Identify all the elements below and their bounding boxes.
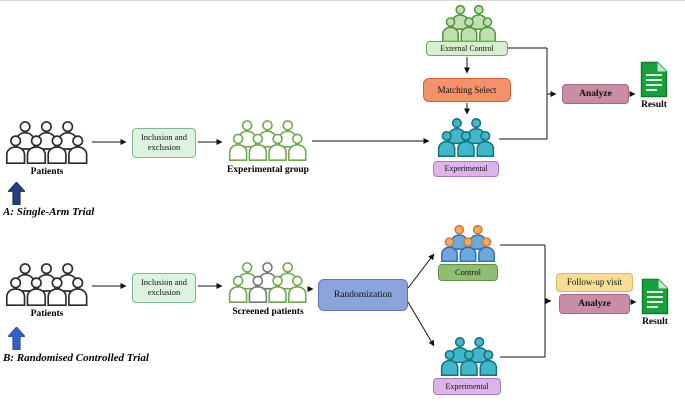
result-document-icon-b	[641, 278, 669, 315]
up-arrow-icon-b	[8, 327, 25, 350]
patients-crowd-icon	[5, 121, 88, 164]
external-control-box: External Control	[426, 41, 508, 56]
panel-a-title: A: Single-Arm Trial	[3, 206, 95, 218]
experimental-box-a: Experimental	[433, 161, 499, 177]
external-control-crowd-icon	[442, 5, 496, 42]
result-document-icon-a	[640, 61, 668, 98]
patients-label-a: Patients	[30, 167, 64, 177]
control-crowd-icon	[441, 225, 495, 262]
experimental-box-b: Experimental	[433, 378, 501, 395]
panel-b-title: B: Randomised Controlled Trial	[3, 352, 149, 364]
control-box: Control	[438, 264, 498, 281]
result-label-b: Result	[642, 317, 668, 327]
up-arrow-icon	[8, 182, 25, 205]
experimental-group-label: Experimental group	[227, 165, 309, 175]
experimental-crowd-icon-b	[440, 337, 498, 376]
inclusion-exclusion-box-a: Inclusion and exclusion	[132, 128, 196, 158]
experimental-group-crowd-icon	[228, 120, 307, 161]
randomization-box: Randomization	[318, 279, 408, 311]
followup-visit-box: Follow-up visit	[556, 273, 633, 292]
analyze-box-b: Analyze	[559, 294, 630, 314]
patients-crowd-icon-b	[5, 263, 88, 306]
matching-select-box: Matching Select	[423, 78, 511, 102]
inclusion-exclusion-box-b: Inclusion and exclusion	[132, 273, 196, 303]
patients-label-b: Patients	[30, 309, 64, 319]
experimental-crowd-icon-a	[437, 118, 495, 157]
result-label-a: Result	[641, 100, 667, 110]
analyze-box-a: Analyze	[562, 84, 629, 104]
screened-patients-label: Screened patients	[232, 307, 304, 317]
screened-patients-crowd-icon	[228, 262, 307, 303]
